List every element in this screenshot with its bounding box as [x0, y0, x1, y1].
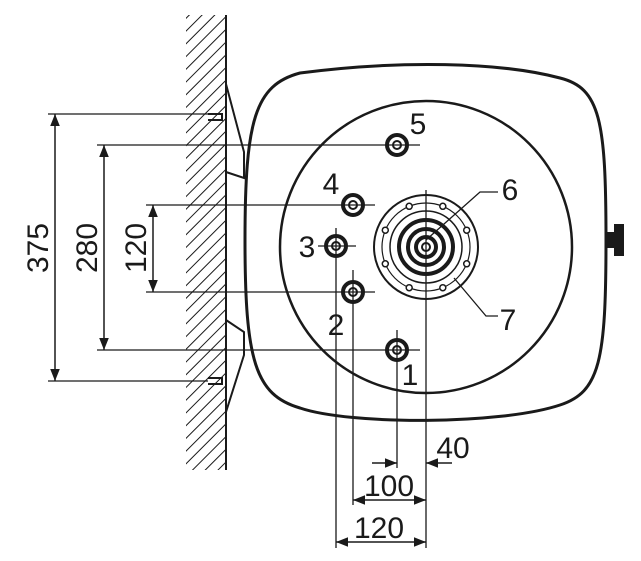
callout-1: 1 [402, 359, 419, 392]
lower-bracket [225, 319, 245, 413]
upper-hook [208, 113, 223, 121]
dim-120-horizontal-label: 120 [354, 512, 404, 545]
dim-100-label: 100 [364, 470, 414, 503]
leader-lines [425, 191, 498, 317]
vertical-extension-lines [335, 190, 427, 548]
callout-6: 6 [502, 174, 519, 207]
flange-bolt-hole [381, 226, 390, 234]
callout-4: 4 [323, 168, 340, 201]
callout-5: 5 [410, 108, 427, 141]
leader-7 [453, 277, 498, 317]
flange-bolt-hole [405, 202, 413, 211]
upper-bracket [225, 83, 245, 180]
dimension-lines [50, 114, 452, 547]
wall-brackets [208, 83, 245, 413]
flange-bolt-hole [439, 283, 447, 292]
dim-120-vertical-label: 120 [120, 223, 153, 273]
dim-280-label: 280 [71, 223, 104, 273]
horizontal-extension-lines [48, 113, 420, 382]
flange-bolt-hole [462, 260, 471, 268]
callout-3: 3 [299, 231, 316, 264]
boiler-housing-outline [243, 63, 608, 422]
dim-375-label: 375 [22, 223, 55, 273]
callout-labels: 5 4 3 2 1 6 7 [299, 108, 519, 392]
lower-hook [208, 377, 223, 385]
flange-bolt-hole [381, 260, 390, 268]
callout-7: 7 [500, 304, 517, 337]
flange-bolt-hole [462, 226, 471, 234]
side-knob-icon[interactable] [606, 224, 624, 256]
flange-bolts [381, 202, 471, 292]
wall [186, 15, 227, 470]
dim-40-label: 40 [436, 432, 469, 465]
callout-2: 2 [328, 309, 345, 342]
wall-hatching [186, 15, 226, 470]
flange-bolt-hole [405, 283, 413, 292]
dimension-labels: 375 280 120 40 100 120 [22, 223, 470, 545]
flange-bolt-hole [439, 202, 447, 211]
leader-6 [425, 191, 498, 241]
